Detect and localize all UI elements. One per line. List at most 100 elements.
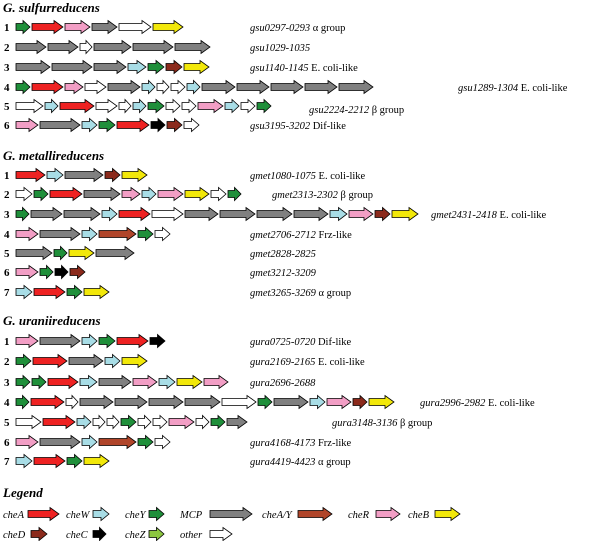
ched-gene-arrow	[104, 167, 121, 183]
other-gene-arrow	[154, 434, 171, 450]
chez-legend-swatch	[148, 526, 165, 541]
mcp-gene-arrow	[256, 206, 293, 222]
mcp-gene-arrow	[93, 39, 132, 55]
cher-gene-arrow	[15, 333, 39, 349]
cluster-label: gmet1080-1075 E. coli-like	[250, 171, 366, 182]
legend-label: cheW	[66, 510, 91, 521]
chea-gene-arrow	[31, 19, 64, 35]
other-gene-arrow	[181, 98, 197, 114]
other-gene-arrow	[15, 98, 44, 114]
locus-range: gura2996-2982	[420, 398, 486, 409]
chey-gene-arrow	[66, 284, 83, 300]
chew-gene-arrow	[141, 186, 157, 202]
other-gene-arrow	[210, 186, 227, 202]
other-gene-arrow	[221, 394, 257, 410]
legend-label: cheA	[3, 510, 25, 521]
chew-gene-arrow	[101, 206, 118, 222]
row-number: 5	[4, 248, 10, 260]
chec-gene-arrow	[149, 333, 166, 349]
legend-label: cheY	[125, 510, 147, 521]
other-gene-arrow	[95, 98, 118, 114]
legend-label: other	[180, 530, 203, 541]
locus-range: gura4419-4423	[250, 457, 315, 468]
other-gene-arrow	[151, 206, 184, 222]
row-number: 2	[4, 189, 10, 201]
chea-gene-arrow	[33, 453, 66, 469]
species-title: G. metallireducens	[3, 148, 104, 163]
row-number: 4	[4, 82, 10, 94]
legend-label: cheZ	[125, 530, 146, 541]
legend-item: cheW	[66, 506, 110, 522]
locus-range: gsu0297-0293	[250, 23, 310, 34]
cluster-label: gmet3212-3209	[250, 268, 317, 279]
other-gene-arrow	[118, 19, 152, 35]
mcp-gene-arrow	[293, 206, 329, 222]
mcp-gene-arrow	[304, 79, 338, 95]
chew-gene-arrow	[158, 374, 176, 390]
mcp-gene-arrow	[236, 79, 270, 95]
mcp-gene-arrow	[63, 206, 101, 222]
mcp-gene-arrow	[184, 394, 221, 410]
row-number: 5	[4, 417, 10, 429]
chea-gene-arrow	[47, 374, 79, 390]
chea-gene-arrow	[30, 394, 65, 410]
cluster-label: gsu1289-1304 E. coli-like	[458, 83, 568, 94]
chew-gene-arrow	[44, 98, 59, 114]
cher-gene-arrow	[132, 374, 158, 390]
locus-range: gmet2431-2418	[431, 210, 498, 221]
chey-gene-arrow	[66, 453, 83, 469]
locus-range: gsu3195-3202	[250, 121, 311, 132]
cluster-label: gura4168-4173 Frz-like	[250, 438, 352, 449]
cluster-label: gsu2224-2212 β group	[309, 105, 404, 116]
mcp-gene-arrow	[174, 39, 211, 55]
legend-title: Legend	[2, 485, 43, 500]
chey-gene-arrow	[15, 353, 32, 369]
cluster-label: gura2169-2165 E. coli-like	[250, 357, 365, 368]
legend-label: cheA/Y	[262, 510, 293, 521]
cher-gene-arrow	[15, 434, 39, 450]
cluster-type: E. coli-like	[309, 63, 359, 74]
chec-legend-swatch	[92, 526, 107, 541]
cluster-type: E. coli-like	[316, 171, 366, 182]
cluster-label: gsu0297-0293 α group	[250, 23, 345, 34]
cheb-gene-arrow	[68, 245, 95, 261]
mcp-legend-swatch	[209, 506, 253, 522]
other-gene-arrow	[92, 414, 106, 430]
mcp-gene-arrow	[51, 59, 93, 75]
chey-gene-arrow	[33, 186, 49, 202]
mcp-gene-arrow	[273, 394, 309, 410]
chey-gene-arrow	[147, 59, 165, 75]
chew-gene-arrow	[76, 414, 92, 430]
chea-gene-arrow	[15, 167, 46, 183]
chey-legend-swatch	[148, 506, 165, 522]
mcp-gene-arrow	[79, 394, 114, 410]
cluster-type: β group	[369, 105, 404, 116]
cluster-row: 4 gsu1289-1304 E. coli-like	[4, 79, 568, 95]
legend-item: cheB	[408, 506, 461, 522]
locus-range: gsu1289-1304	[458, 83, 519, 94]
cheay-gene-arrow	[98, 226, 137, 242]
cluster-label: gsu3195-3202 Dif-like	[250, 121, 346, 132]
chey-gene-arrow	[53, 245, 68, 261]
locus-range: gura2169-2165	[250, 357, 315, 368]
mcp-gene-arrow	[68, 353, 104, 369]
ched-gene-arrow	[166, 117, 183, 133]
mcp-gene-arrow	[83, 186, 121, 202]
chey-gene-arrow	[39, 264, 54, 280]
chea-gene-arrow	[59, 98, 95, 114]
cheb-gene-arrow	[391, 206, 419, 222]
locus-range: gura4168-4173	[250, 438, 315, 449]
other-gene-arrow	[156, 79, 170, 95]
chew-gene-arrow	[104, 353, 121, 369]
chey-gene-arrow	[15, 79, 31, 95]
other-gene-arrow	[106, 414, 120, 430]
